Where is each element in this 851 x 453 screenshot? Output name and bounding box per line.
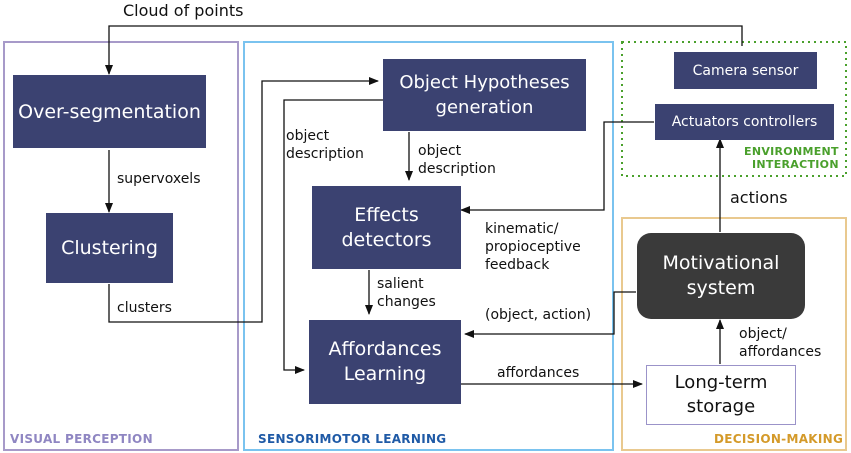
clustering-node: Clustering bbox=[46, 213, 173, 283]
visual-perception-region bbox=[3, 41, 239, 451]
clusters-arrow bbox=[108, 77, 379, 323]
environment-interaction-region bbox=[621, 41, 847, 177]
kinematic-feedback-arrow bbox=[460, 121, 654, 214]
clusters-label: clusters bbox=[117, 300, 172, 316]
decision-making-region bbox=[621, 217, 847, 451]
object-description-left-label: object description bbox=[286, 128, 364, 162]
salient-changes-label: salient changes bbox=[377, 276, 436, 310]
sensorimotor-learning-region bbox=[243, 41, 614, 451]
object-action-label: (object, action) bbox=[485, 307, 592, 323]
object-hypotheses-node: Object Hypotheses generation bbox=[383, 59, 586, 131]
visual-perception-label: VISUAL PERCEPTION bbox=[10, 432, 153, 446]
object-action-arrow bbox=[464, 291, 636, 338]
sensorimotor-learning-label: SENSORIMOTOR LEARNING bbox=[258, 432, 447, 446]
environment-interaction-label: ENVIRONMENT INTERACTION bbox=[744, 145, 839, 171]
camera-sensor-node: Camera sensor bbox=[674, 52, 817, 89]
object-affordances-label: object/ affordances bbox=[739, 326, 822, 360]
over-segmentation-node: Over-segmentation bbox=[13, 75, 206, 148]
cloud-of-points-label: Cloud of points bbox=[123, 1, 244, 20]
actuators-controllers-node: Actuators controllers bbox=[655, 104, 834, 140]
long-term-storage-node: Long-term storage bbox=[646, 365, 796, 425]
affordances-learning-node: Affordances Learning bbox=[309, 320, 461, 404]
effects-detectors-node: Effects detectors bbox=[312, 186, 461, 269]
cloud-arrow bbox=[105, 25, 743, 75]
object-description-right-label: object description bbox=[418, 143, 496, 177]
affordances-label: affordances bbox=[497, 365, 580, 381]
supervoxels-label: supervoxels bbox=[117, 171, 201, 187]
object-description-left-arrow bbox=[283, 99, 384, 374]
decision-making-label: DECISION-MAKING bbox=[714, 432, 844, 446]
actions-label: actions bbox=[730, 188, 788, 207]
kinematic-feedback-label: kinematic/ propioceptive feedback bbox=[485, 221, 581, 273]
motivational-system-node: Motivational system bbox=[637, 233, 805, 319]
